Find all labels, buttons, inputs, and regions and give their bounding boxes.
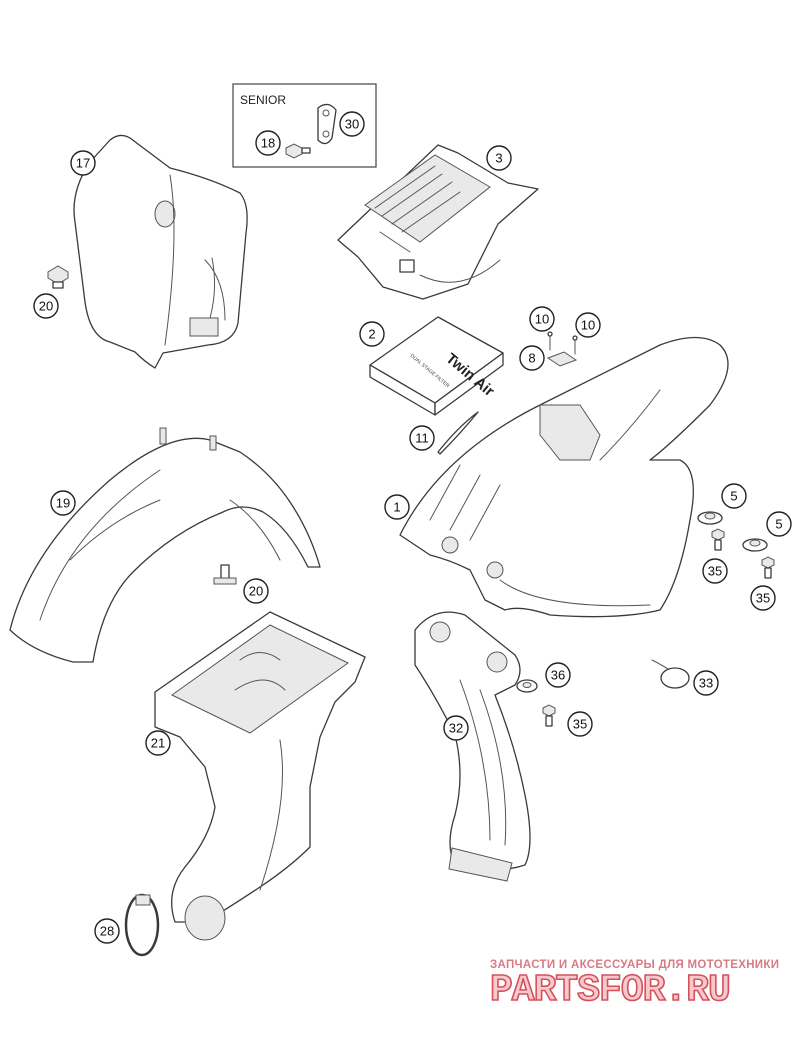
svg-text:5: 5 bbox=[775, 517, 782, 532]
decal-11-part bbox=[437, 411, 479, 455]
bracket-30-part bbox=[317, 103, 337, 145]
callout-20-upper: 20 bbox=[33, 293, 59, 319]
filter-package-part: Twin Air DUAL STAGE FILTER bbox=[369, 316, 504, 416]
svg-text:11: 11 bbox=[415, 431, 429, 446]
callout-21: 21 bbox=[145, 730, 171, 756]
callout-35c: 35 bbox=[567, 711, 593, 737]
callout-8: 8 bbox=[519, 345, 545, 371]
svg-text:19: 19 bbox=[56, 496, 70, 511]
callout-33: 33 bbox=[693, 670, 719, 696]
front-number-plate-part bbox=[73, 134, 248, 369]
svg-text:18: 18 bbox=[261, 136, 275, 151]
watermark-logo: PARTSFOR.RU bbox=[490, 969, 730, 1012]
callout-35a: 35 bbox=[702, 558, 728, 584]
svg-text:1: 1 bbox=[393, 500, 400, 515]
callout-2: 2 bbox=[359, 321, 385, 347]
callout-1: 1 bbox=[384, 494, 410, 520]
svg-text:36: 36 bbox=[551, 668, 565, 683]
svg-text:21: 21 bbox=[151, 736, 165, 751]
callout-32: 32 bbox=[443, 715, 469, 741]
svg-text:8: 8 bbox=[528, 351, 535, 366]
svg-text:2: 2 bbox=[368, 327, 375, 342]
svg-text:30: 30 bbox=[345, 117, 359, 132]
callout-36: 36 bbox=[545, 662, 571, 688]
callout-10a: 10 bbox=[529, 306, 555, 332]
callout-5b: 5 bbox=[766, 511, 792, 537]
bolts-35-right-part bbox=[711, 528, 775, 579]
senior-label: SENIOR bbox=[240, 93, 286, 107]
bolt-20-center-part bbox=[213, 564, 237, 585]
airbox-cover-part bbox=[337, 144, 539, 300]
svg-text:35: 35 bbox=[573, 717, 587, 732]
svg-text:32: 32 bbox=[449, 721, 463, 736]
callout-20-center: 20 bbox=[243, 578, 269, 604]
svg-text:35: 35 bbox=[756, 591, 770, 606]
bolt-35-lower-part bbox=[542, 704, 556, 727]
svg-text:10: 10 bbox=[581, 318, 595, 333]
bolt-20-upper-part bbox=[47, 265, 69, 289]
svg-text:33: 33 bbox=[699, 676, 713, 691]
watermark: ЗАПЧАСТИ И АКСЕССУАРЫ ДЛЯ МОТОТЕХНИКИ PA… bbox=[489, 959, 779, 1013]
watermark-tagline: ЗАПЧАСТИ И АКСЕССУАРЫ ДЛЯ МОТОТЕХНИКИ bbox=[490, 959, 779, 971]
callout-3: 3 bbox=[486, 145, 512, 171]
svg-text:17: 17 bbox=[76, 156, 90, 171]
grommets-5-part bbox=[697, 511, 768, 552]
cable-tie-33-part bbox=[651, 659, 690, 689]
svg-text:20: 20 bbox=[249, 584, 263, 599]
hose-clamp-28-part bbox=[124, 893, 160, 957]
svg-text:35: 35 bbox=[708, 564, 722, 579]
small-screws-10-part bbox=[546, 331, 578, 367]
callout-30: 30 bbox=[339, 111, 365, 137]
svg-text:5: 5 bbox=[730, 489, 737, 504]
callout-17: 17 bbox=[70, 150, 96, 176]
rear-fender-part bbox=[399, 336, 729, 618]
callout-11: 11 bbox=[409, 425, 435, 451]
callout-10b: 10 bbox=[575, 312, 601, 338]
callout-35b: 35 bbox=[750, 585, 776, 611]
svg-text:3: 3 bbox=[495, 151, 502, 166]
svg-text:28: 28 bbox=[100, 924, 114, 939]
svg-text:20: 20 bbox=[39, 299, 53, 314]
airbox-21-part bbox=[154, 611, 366, 941]
callout-19: 19 bbox=[50, 490, 76, 516]
callout-5a: 5 bbox=[721, 483, 747, 509]
callout-28: 28 bbox=[94, 918, 120, 944]
intake-duct-32-part bbox=[414, 611, 531, 882]
washer-36-part bbox=[516, 679, 538, 693]
svg-text:10: 10 bbox=[535, 312, 549, 327]
screw-18-part bbox=[285, 143, 311, 159]
callouts: 17 18 30 3 20 2 10 10 8 11 19 1 5 5 35 3… bbox=[33, 111, 792, 944]
callout-18: 18 bbox=[255, 130, 281, 156]
front-fender-part bbox=[9, 427, 321, 663]
